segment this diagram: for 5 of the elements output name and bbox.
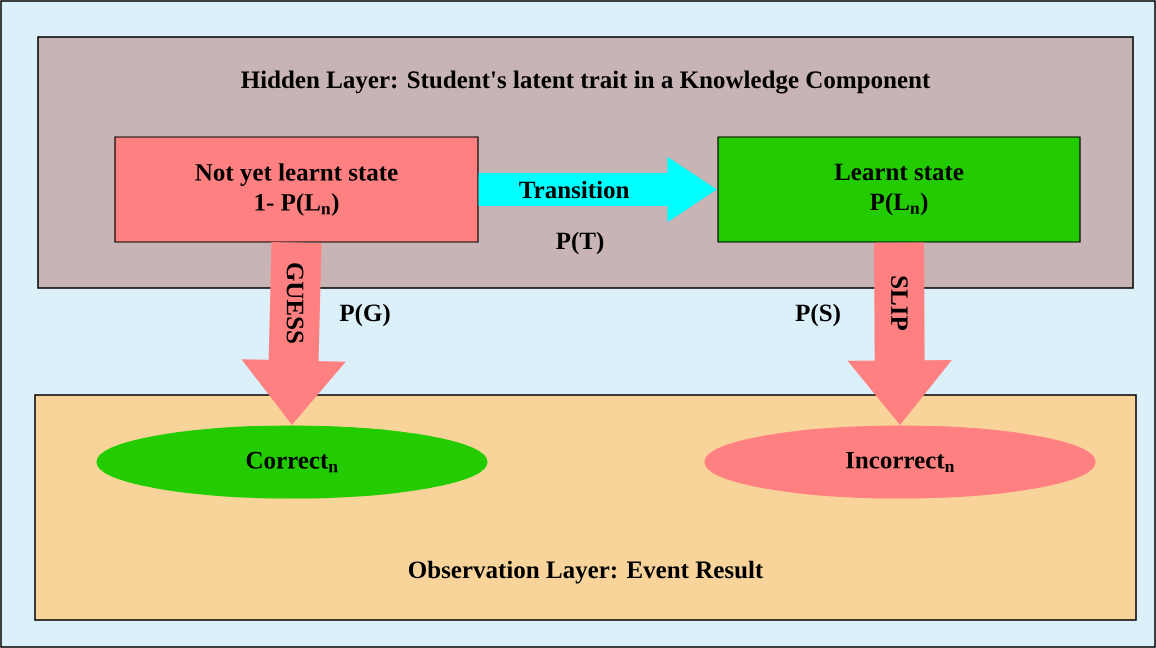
state-box: Learnt state P(L$_{n}$) [717, 136, 1081, 243]
probability-label: P(T) [556, 231, 604, 255]
state-box: Not yet learnt state 1- P(L$_{n}$) [114, 136, 479, 243]
probability-label: P(G) [339, 303, 390, 327]
probability-label: P(S) [795, 303, 840, 327]
